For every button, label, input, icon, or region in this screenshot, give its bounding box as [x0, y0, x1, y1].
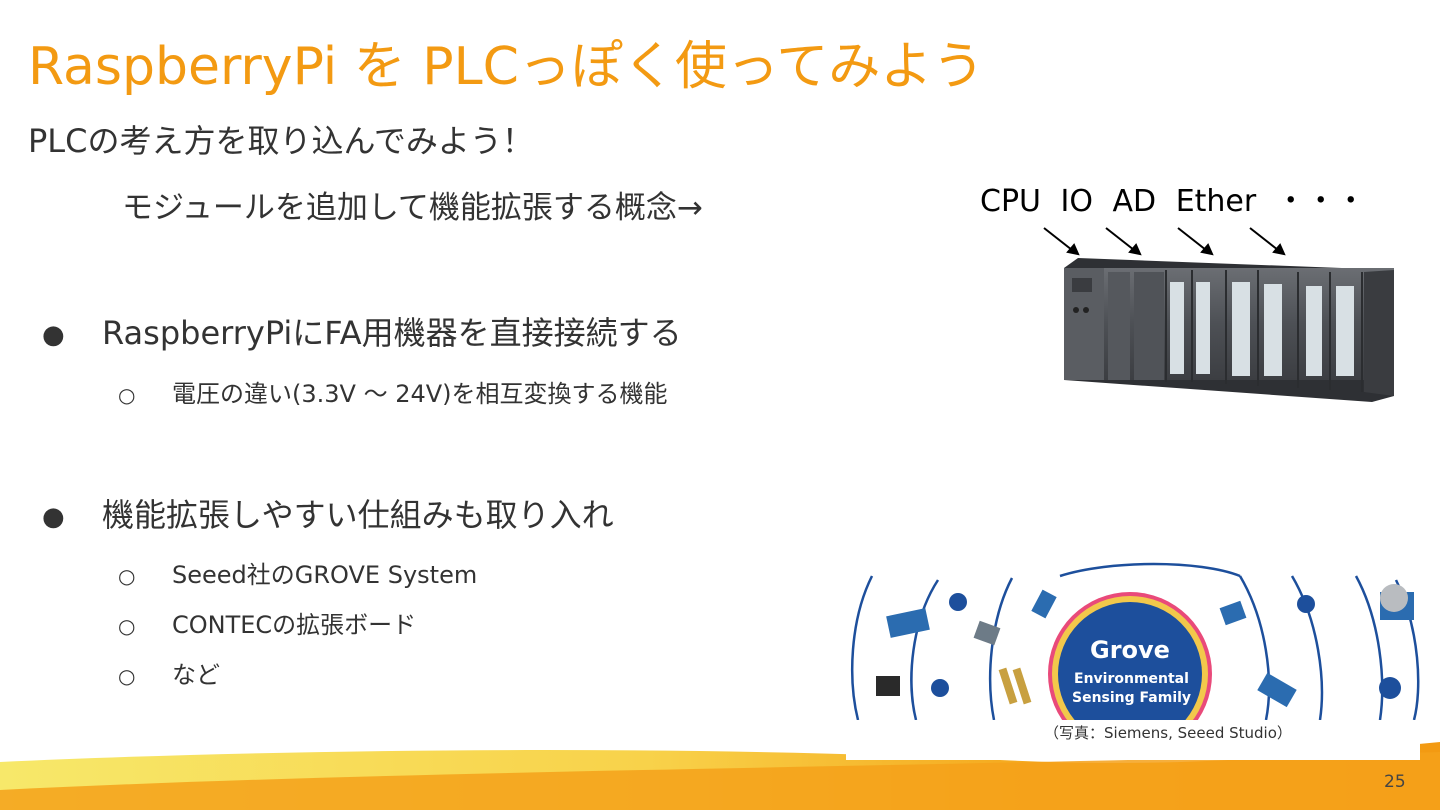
bullet-dot-icon: ●	[42, 502, 65, 532]
sub-bullet-text: Seeed社のGROVE System	[172, 561, 478, 589]
slide-title: RaspberryPi を PLCっぽく使ってみよう	[28, 37, 985, 97]
page-number: 25	[1384, 772, 1406, 792]
sub-bullet-circle-icon: ○	[118, 564, 136, 588]
module-arrows	[1043, 227, 1286, 256]
bullet-item: ● 機能拡張しやすい仕組みも取り入れ	[42, 490, 614, 536]
plc-module-labels: CPU IO AD Ether ・・・	[980, 184, 1366, 219]
bullet-dot-icon: ●	[42, 320, 65, 350]
bullet-text: RaspberryPiにFA用機器を直接接続する	[102, 314, 682, 352]
plc-rack-image	[1064, 258, 1394, 402]
photo-credit: （写真：Siemens, Seeed Studio）	[1044, 724, 1292, 742]
sub-bullet-item: ○ Seeed社のGROVE System	[118, 555, 477, 590]
sub-bullet-circle-icon: ○	[118, 614, 136, 638]
grove-badge-line3: Sensing Family	[1072, 690, 1192, 706]
grove-system-image	[846, 562, 1420, 760]
sub-bullet-text: 電圧の違い(3.3V 〜 24V)を相互変換する機能	[172, 380, 668, 408]
bullet-text: 機能拡張しやすい仕組みも取り入れ	[102, 496, 614, 534]
sub-bullet-circle-icon: ○	[118, 383, 136, 407]
bullet-item: ● RaspberryPiにFA用機器を直接接続する	[42, 308, 682, 354]
grove-badge-title: Grove	[1090, 636, 1170, 664]
module-concept-text: モジュールを追加して機能拡張する概念→	[122, 190, 703, 226]
sub-bullet-circle-icon: ○	[118, 664, 136, 688]
sub-bullet-item: ○ CONTECの拡張ボード	[118, 605, 416, 640]
grove-badge-line2: Environmental	[1074, 671, 1189, 687]
sub-bullet-item: ○ 電圧の違い(3.3V 〜 24V)を相互変換する機能	[118, 374, 668, 409]
slide-subtitle: PLCの考え方を取り込んでみよう！	[28, 122, 534, 160]
footer-wave-top	[0, 752, 1440, 810]
sub-bullet-text: など	[172, 661, 220, 689]
sub-bullet-item: ○ など	[118, 655, 220, 690]
sub-bullet-text: CONTECの拡張ボード	[172, 611, 417, 639]
